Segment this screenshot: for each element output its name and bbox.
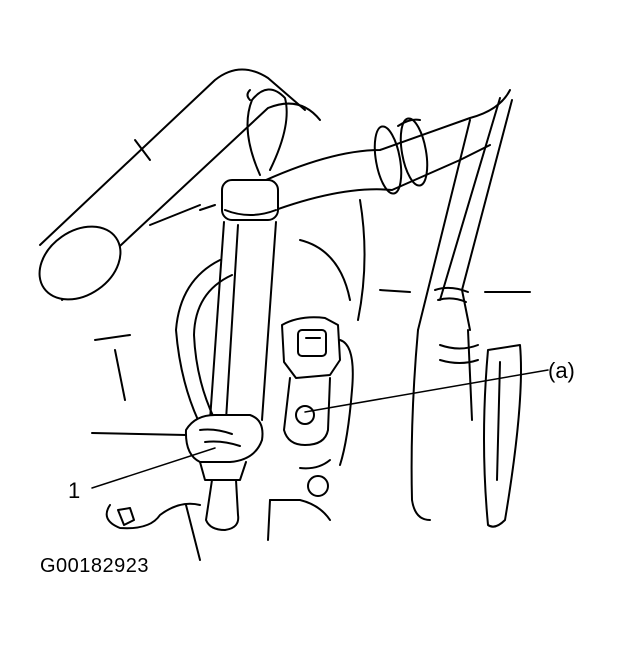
small-pipe (176, 260, 232, 420)
dipstick (210, 89, 287, 420)
callout-label-a: (a) (548, 358, 575, 383)
sensor-connector (282, 317, 353, 496)
leader-line-a (305, 370, 548, 412)
callout-label-1: 1 (68, 478, 81, 503)
mounting-bracket (107, 500, 330, 560)
large-tube (26, 69, 320, 314)
leader-lines (92, 370, 548, 488)
tube-clamp (92, 415, 263, 530)
background-structure (95, 200, 365, 400)
right-pipes (380, 98, 530, 527)
leader-line-1 (92, 448, 215, 488)
figure-id-label: G00182923 (40, 555, 150, 577)
